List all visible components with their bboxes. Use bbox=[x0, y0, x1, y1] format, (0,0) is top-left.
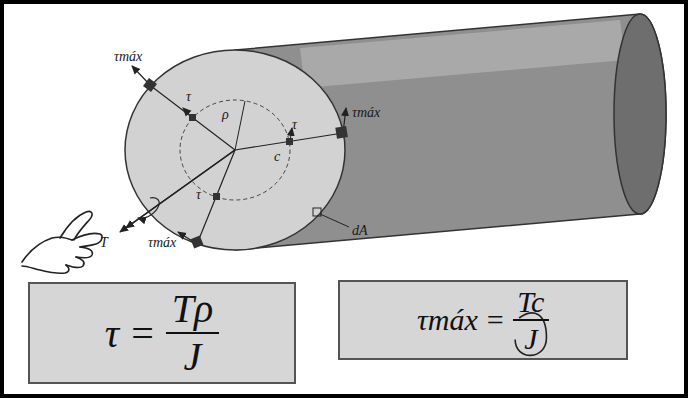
numerator: Tρ bbox=[166, 288, 219, 334]
stress-label: τ bbox=[196, 188, 201, 202]
fraction: TρJ bbox=[166, 288, 219, 378]
radial-line bbox=[151, 86, 235, 150]
leader-line bbox=[320, 214, 349, 227]
stress-label: dA bbox=[352, 224, 368, 238]
stress-label: τmáx bbox=[114, 50, 142, 64]
formula-box: τmáx = TcJ bbox=[338, 280, 628, 360]
radius-line bbox=[235, 101, 245, 150]
cross-section bbox=[125, 50, 345, 250]
stress-element bbox=[143, 78, 157, 92]
stress-label: τ bbox=[186, 90, 191, 104]
formula-box: τ = TρJ bbox=[28, 282, 296, 384]
numerator: Tc bbox=[513, 286, 549, 321]
torque-vector bbox=[126, 150, 235, 228]
stress-element bbox=[213, 193, 220, 200]
radial-line bbox=[235, 133, 343, 150]
denominator: J bbox=[184, 334, 202, 378]
right-hand bbox=[22, 211, 102, 273]
equals-sign: = bbox=[131, 310, 154, 357]
stress-element bbox=[190, 235, 203, 248]
rotation-arrow bbox=[138, 198, 159, 219]
formula-symbol: τmáx bbox=[417, 303, 478, 337]
formula-symbol: τ bbox=[105, 310, 119, 357]
stress-element bbox=[189, 114, 196, 121]
stress-label: T bbox=[100, 236, 108, 250]
formula: τ = TρJ bbox=[105, 288, 219, 378]
stress-element bbox=[286, 138, 293, 145]
denominator: J bbox=[524, 321, 537, 354]
stress-label: ρ bbox=[222, 108, 229, 122]
mark-loop bbox=[338, 280, 628, 360]
equals-sign: = bbox=[487, 303, 504, 337]
shaft-end bbox=[614, 14, 666, 214]
stress-label: τmáx bbox=[148, 236, 176, 250]
area-element bbox=[313, 208, 321, 216]
formula: τmáx = TcJ bbox=[417, 286, 549, 354]
stress-element bbox=[335, 126, 348, 139]
stress-label: τ bbox=[292, 118, 297, 132]
stress-label: τmáx bbox=[352, 106, 380, 120]
torque-vector bbox=[120, 150, 235, 232]
stress-label: c bbox=[274, 150, 280, 164]
fraction: TcJ bbox=[513, 286, 549, 354]
shaft-highlight bbox=[300, 20, 625, 88]
